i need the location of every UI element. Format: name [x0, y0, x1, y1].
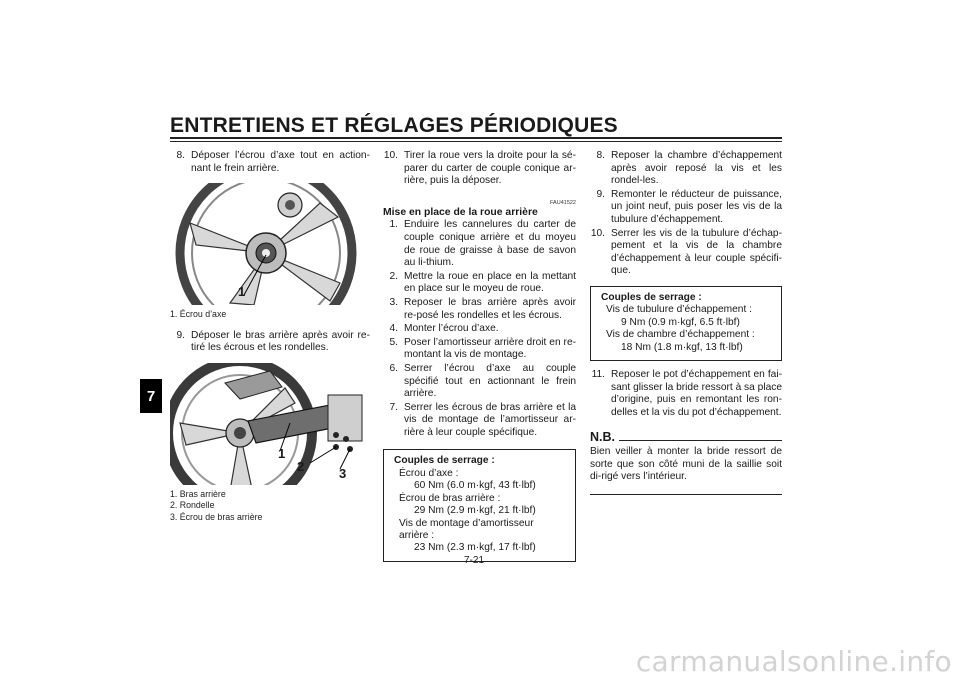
step-text: Serrer les vis de la tubulure d’échap-pe… [611, 227, 782, 277]
spec-value: 9 Nm (0.9 m·kgf, 6.5 ft·lbf) [621, 316, 740, 328]
photo-caption: 2. Rondelle [170, 500, 215, 511]
header-rule-thin [170, 141, 782, 142]
column-middle: 10. Tirer la roue vers la droite pour la… [383, 150, 576, 562]
step-number: 1. [389, 219, 399, 231]
spec-label: Vis de montage d’amortisseur [399, 517, 534, 529]
step-item: 5. Poser l’amortisseur arrière droit en r… [383, 336, 577, 362]
spec-label: Vis de tubulure d’échappement : [606, 304, 752, 316]
spec-value: 18 Nm (1.8 m·kgf, 13 ft·lbf) [621, 341, 743, 353]
spec-lines: Vis de tubulure d’échappement :9 Nm (0.9… [601, 304, 773, 354]
step-text: Remonter le réducteur de puissance, un j… [611, 188, 782, 225]
step-number: 10. [590, 227, 605, 239]
callout-label: 1 [238, 284, 246, 300]
spec-box-title: Couples de serrage : [394, 455, 495, 467]
spec-lines: Écrou d’axe :60 Nm (6.0 m·kgf, 43 ft·lbf… [394, 468, 567, 555]
axle-nut-photo: 1 [170, 183, 370, 306]
spec-value: 29 Nm (2.9 m·kgf, 21 ft·lbf) [414, 505, 536, 517]
step-list: 8. Reposer la chambre d’échappement après… [590, 150, 782, 278]
reference-code: FAU41522 [550, 199, 576, 206]
column-left: 8. Déposer l’écrou d’axe tout en action-… [170, 150, 370, 523]
step-text: Reposer la chambre d’échappement après a… [611, 150, 782, 187]
note-block: N.B. Bien veiller à monter la bride ress… [590, 431, 782, 495]
torque-spec-box: Couples de serrage : Écrou d’axe :60 Nm … [383, 449, 576, 562]
note-text: Bien veiller à monter la bride ressort d… [590, 445, 782, 483]
spec-value: 23 Nm (2.3 m·kgf, 17 ft·lbf) [414, 542, 536, 554]
step-text: Poser l’amortisseur arrière droit en re-… [404, 336, 576, 361]
step-text: Serrer l’écrou d’axe au couple spécifié … [404, 362, 576, 400]
step-number: 5. [389, 336, 399, 348]
torque-spec-box: Couples de serrage : Vis de tubulure d’é… [590, 285, 782, 361]
note-end-rule [590, 493, 782, 495]
step-text: Tirer la roue vers la droite pour la sé-… [404, 150, 576, 187]
step-number: 7. [389, 401, 399, 413]
page-number: 7-21 [464, 555, 485, 566]
step-text: Déposer le bras arrière après avoir re-t… [191, 329, 370, 354]
step-text: Mettre la roue en place en la mettant en… [404, 270, 576, 295]
step-item: 11. Reposer le pot d’échappement en fai-… [590, 369, 782, 419]
step-item: 8. Déposer l’écrou d’axe tout en action-… [170, 150, 371, 175]
spec-value: 60 Nm (6.0 m·kgf, 43 ft·lbf) [414, 480, 536, 492]
step-number: 8. [176, 150, 186, 161]
step-number: 3. [389, 296, 399, 308]
step-item: 8. Reposer la chambre d’échappement après… [590, 150, 783, 188]
step-text: Reposer le pot d’échappement en fai-sant… [611, 368, 783, 418]
step-number: 9. [176, 329, 186, 341]
step-text: Déposer l’écrou d’axe tout en action-nan… [191, 150, 370, 174]
step-item: 9. Déposer le bras arrière après avoir r… [170, 329, 371, 355]
header-rule [170, 137, 782, 139]
step-list: 1. Enduire les cannelures du carter de co… [383, 219, 577, 440]
step-number: 4. [389, 323, 399, 335]
step-item: 2. Mettre la roue en place en la mettant … [383, 270, 577, 296]
step-number: 11. [591, 368, 605, 380]
chapter-tab: 7 [140, 379, 162, 413]
photo-caption: 1. Bras arrière [170, 488, 226, 499]
page-title: ENTRETIENS ET RÉGLAGES PÉRIODIQUES [170, 114, 618, 137]
spec-box-title: Couples de serrage : [601, 291, 702, 303]
step-item: 1. Enduire les cannelures du carter de co… [383, 219, 577, 269]
spec-label: Vis de chambre d’échappement : [606, 329, 755, 341]
step-number: 6. [389, 362, 399, 374]
step-number: 9. [596, 188, 606, 200]
step-item: 9. Remonter le réducteur de puissance, un… [590, 188, 783, 227]
rear-arm-photo: 1 2 3 [170, 362, 370, 485]
photo-caption: 3. Écrou de bras arrière [170, 511, 263, 522]
note-header: N.B. [590, 431, 782, 444]
photo-caption: 1. Écrou d’axe [170, 309, 227, 320]
step-item: 10. Serrer les vis de la tubulure d’échap… [590, 228, 782, 278]
watermark: carmanualsonline.info [635, 645, 952, 678]
step-item: 6. Serrer l’écrou d’axe au couple spécifi… [383, 362, 577, 401]
step-number: 10. [383, 150, 398, 161]
section-heading: Mise en place de la roue arrière [383, 206, 538, 218]
step-text: Reposer le bras arrière après avoir re-p… [404, 296, 576, 321]
column-right: 8. Reposer la chambre d’échappement après… [590, 150, 782, 495]
step-text: Serrer les écrous de bras arrière et la … [404, 401, 576, 438]
note-title: N.B. [590, 430, 615, 445]
step-item: 4. Monter l’écrou d’axe. [383, 323, 576, 336]
spec-label: Écrou d’axe : [399, 467, 459, 479]
callout-label: 3 [339, 465, 347, 481]
callout-label: 2 [297, 458, 305, 474]
callout-label: 1 [278, 445, 286, 461]
step-item: 3. Reposer le bras arrière après avoir re… [383, 296, 577, 322]
step-number: 8. [596, 150, 606, 161]
step-text: Monter l’écrou d’axe. [404, 323, 499, 335]
note-rule [619, 439, 782, 441]
spec-label: arrière : [399, 529, 435, 541]
step-item: 10. Tirer la roue vers la droite pour la… [383, 150, 576, 188]
step-item: 7. Serrer les écrous de bras arrière et l… [383, 401, 577, 440]
step-text: Enduire les cannelures du carter de coup… [404, 219, 576, 269]
spec-label: Écrou de bras arrière : [399, 492, 501, 504]
step-number: 2. [389, 270, 399, 282]
